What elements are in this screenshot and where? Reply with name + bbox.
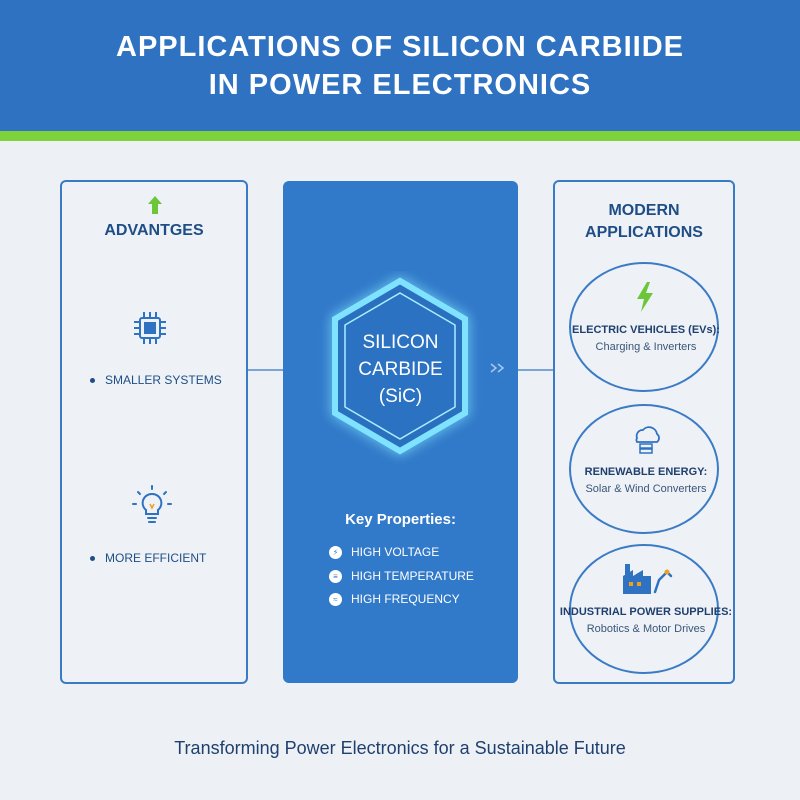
applications-panel: MODERN APPLICATIONS ELECTRIC VEHICLES (E… [553, 180, 735, 684]
up-arrow-icon [148, 196, 162, 214]
sic-name-line-1: SILICON [362, 332, 439, 353]
advantages-heading: ADVANTGES [104, 222, 204, 239]
right-connector [505, 369, 553, 371]
application-title: INDUSTRIAL POWER SUPPLIES: [559, 606, 733, 618]
voltage-icon: ⚡ [329, 545, 342, 559]
bullet-dot [90, 555, 95, 561]
applications-heading-line-2: APPLICATIONS [585, 224, 703, 241]
advantage-item-smaller: SMALLER SYSTEMS [90, 373, 222, 387]
property-voltage: ⚡ HIGH VOLTAGE [329, 545, 439, 559]
application-industrial: INDUSTRIAL POWER SUPPLIES: Robotics & Mo… [560, 544, 732, 674]
cloud-server-icon [635, 426, 660, 454]
application-ev: ELECTRIC VEHICLES (EVs): Charging & Inve… [569, 262, 720, 392]
application-title: RENEWABLE ENERGY: [584, 466, 708, 478]
advantage-label: SMALLER SYSTEMS [105, 373, 222, 387]
header-banner: APPLICATIONS OF SILICON CARBIIDE IN POWE… [0, 0, 800, 131]
property-label: HIGH FREQUENCY [351, 592, 460, 606]
advantages-panel: ADVANTGES SMALLER SYSTEMS MORE EFFICIENT [60, 180, 248, 684]
application-subtitle: Robotics & Motor Drives [586, 623, 706, 635]
property-frequency: ≈ HIGH FREQUENCY [329, 592, 460, 606]
sic-formula: (SiC) [378, 386, 423, 407]
sic-name-line-2: CARBIDE [358, 359, 443, 380]
footer-tagline: Transforming Power Electronics for a Sus… [174, 738, 626, 758]
lightning-bolt-icon [637, 282, 653, 312]
title-line-2: IN POWER ELECTRONICS [208, 68, 592, 101]
title-line-1: APPLICATIONS OF SILICON CARBIIDE [116, 30, 684, 63]
hexagon-glow [332, 277, 468, 455]
accent-bar [0, 131, 800, 141]
lightbulb-icon [132, 485, 172, 523]
application-subtitle: Charging & Inverters [595, 341, 697, 353]
applications-heading-line-1: MODERN [608, 202, 680, 219]
bullet-dot [90, 377, 95, 383]
double-chevron-icon [490, 363, 505, 373]
advantage-item-efficient: MORE EFFICIENT [90, 551, 206, 565]
factory-robot-icon [623, 564, 673, 594]
application-title: ELECTRIC VEHICLES (EVs): [572, 324, 720, 336]
key-properties-heading: Key Properties: [345, 511, 456, 528]
property-label: HIGH VOLTAGE [351, 545, 440, 559]
temperature-icon: ≡ [329, 569, 342, 583]
application-subtitle: Solar & Wind Converters [585, 483, 707, 495]
property-label: HIGH TEMPERATURE [351, 569, 474, 583]
left-connector [248, 369, 308, 371]
application-renewable: RENEWABLE ENERGY: Solar & Wind Converter… [569, 404, 719, 534]
frequency-icon: ≈ [329, 592, 342, 606]
sic-panel: SILICON CARBIDE (SiC) Key Properties: ⚡ … [283, 181, 518, 683]
chip-icon [134, 312, 166, 344]
advantage-label: MORE EFFICIENT [105, 551, 207, 565]
property-temperature: ≡ HIGH TEMPERATURE [329, 569, 474, 583]
